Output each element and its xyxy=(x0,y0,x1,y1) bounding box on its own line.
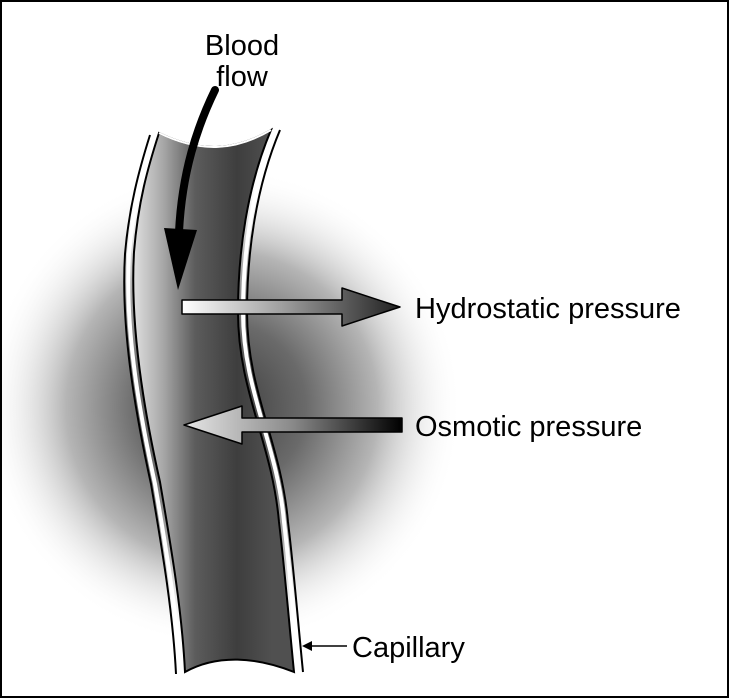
blood-flow-label-line1: Blood xyxy=(205,30,279,62)
arrow-left-icon xyxy=(183,405,403,445)
blood-flow-arrowhead xyxy=(164,228,197,290)
capillary-pointer-arrowhead xyxy=(302,641,312,651)
hydrostatic-arrow xyxy=(181,287,401,327)
blood-flow-arrow xyxy=(164,86,219,290)
blood-flow-label-line2: flow xyxy=(216,61,269,93)
capillary-pointer xyxy=(302,641,347,651)
arrow-right-icon xyxy=(181,287,401,327)
osmotic-arrow xyxy=(183,405,403,445)
curved-arrow-down-icon xyxy=(175,86,219,236)
hydrostatic-pressure-label: Hydrostatic pressure xyxy=(415,293,681,325)
osmotic-pressure-label: Osmotic pressure xyxy=(415,411,642,443)
capillary-label: Capillary xyxy=(352,632,465,664)
